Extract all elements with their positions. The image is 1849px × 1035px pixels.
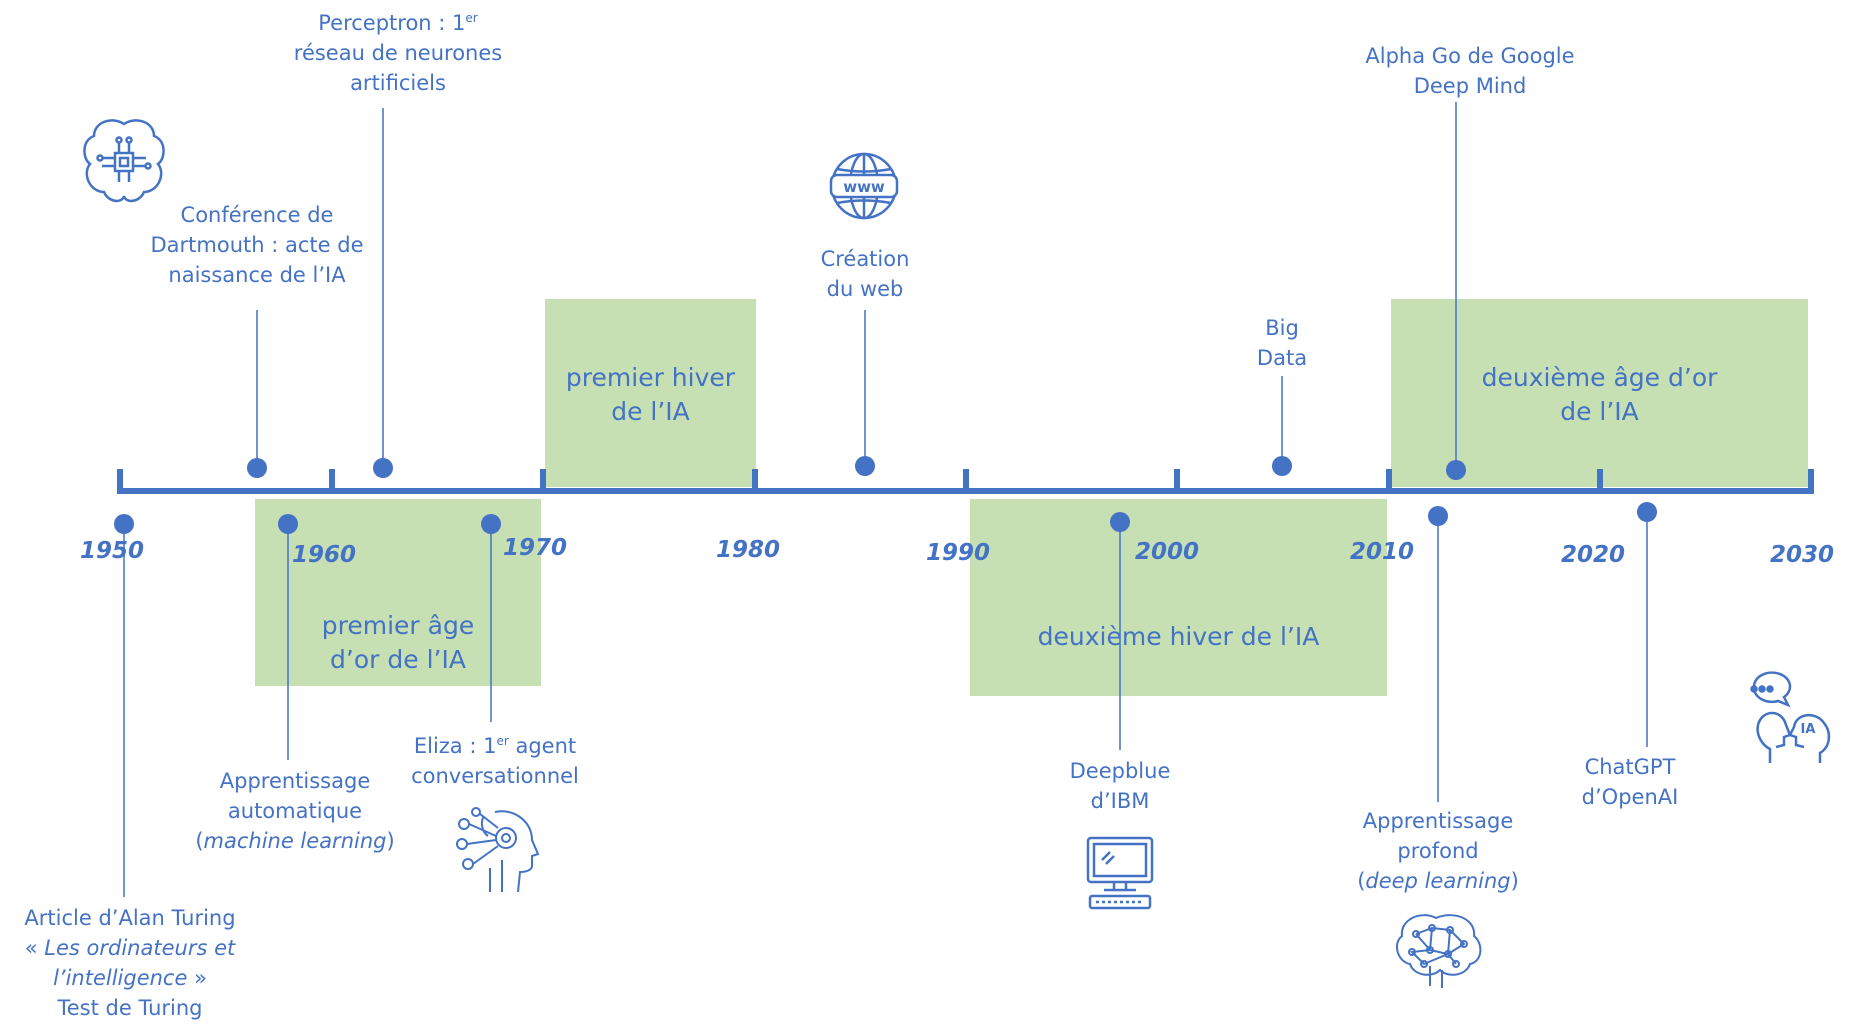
event-label-turing: Article d’Alan Turing « Les ordinateurs … — [24, 906, 236, 1020]
dot-eliza — [481, 514, 501, 534]
dot-deepblue — [1110, 512, 1130, 532]
ai-head-gears-icon — [456, 807, 540, 893]
dot-turing — [114, 514, 134, 534]
year-label: 2010 — [1350, 539, 1415, 565]
band-deuxieme-hiver — [970, 499, 1387, 696]
dot-bigdata — [1272, 456, 1292, 476]
brain-chip-icon — [83, 119, 165, 203]
dot-chatgpt — [1637, 502, 1657, 522]
year-label: 1980 — [716, 537, 781, 563]
year-label: 1960 — [292, 542, 357, 568]
event-label-ml: Apprentissage automatique (machine learn… — [195, 769, 395, 853]
dot-ml — [278, 514, 298, 534]
year-label: 1970 — [503, 535, 568, 561]
event-label-eliza: Eliza : 1er agent conversationnel — [411, 734, 579, 788]
band-label-deuxieme-hiver: deuxième hiver de l’IA — [1037, 622, 1320, 651]
neural-brain-icon — [1395, 914, 1482, 988]
band-premier-hiver — [545, 299, 756, 487]
year-label: 1950 — [80, 538, 145, 564]
dot-web — [855, 456, 875, 476]
band-deuxieme-age-or — [1391, 299, 1808, 487]
year-label: 1990 — [926, 540, 991, 566]
year-label: 2030 — [1770, 542, 1835, 568]
dot-perceptron — [373, 458, 393, 478]
svg-text:IA: IA — [1801, 722, 1816, 737]
ia-chat-heads-icon: IA — [1750, 671, 1831, 763]
computer-monitor-icon — [1086, 836, 1154, 910]
www-globe-icon: www — [829, 152, 899, 220]
year-label: 2020 — [1561, 542, 1626, 568]
dot-dartmouth — [247, 458, 267, 478]
event-label-deeplearning: Apprentissage profond (deep learning) — [1357, 809, 1519, 893]
dot-alphago — [1446, 460, 1466, 480]
dot-deeplearning — [1428, 506, 1448, 526]
timeline-axis — [117, 469, 1814, 494]
year-label: 2000 — [1135, 539, 1200, 565]
svg-text:www: www — [843, 178, 885, 196]
event-label-perceptron: Perceptron : 1er réseau de neurones arti… — [293, 11, 503, 95]
